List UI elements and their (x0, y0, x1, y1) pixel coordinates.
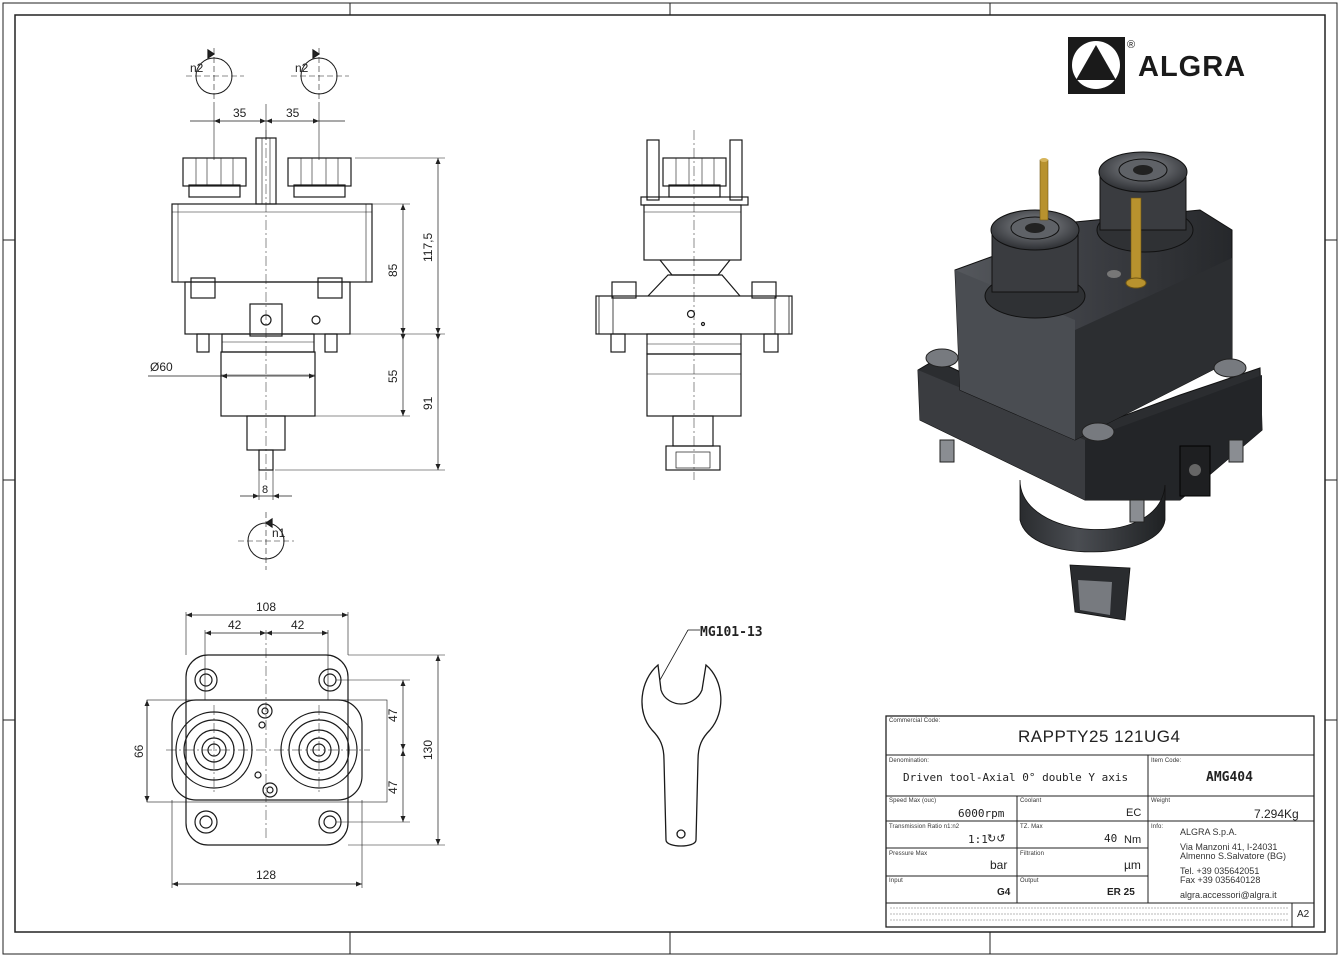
denomination: Driven tool-Axial 0° double Y axis (903, 771, 1129, 784)
coolant-value: EC (1126, 807, 1142, 819)
fax: Fax +39 035640128 (1180, 875, 1261, 885)
dim-dia-60: Ø60 (150, 360, 173, 374)
rotation-n2-right: n2 (291, 48, 349, 104)
rotation-n1: n1 (238, 512, 294, 570)
front-view: n2 n2 35 35 (148, 48, 445, 570)
dim-91: 91 (421, 396, 435, 410)
item-code-label: Item Code: (1151, 758, 1182, 764)
side-view (595, 130, 793, 480)
dim-35-right: 35 (286, 106, 300, 120)
commercial-code: RAPPTY25 121UG4 (1018, 727, 1181, 746)
dim-8: 8 (262, 484, 268, 496)
dim-35-left: 35 (233, 106, 247, 120)
dim-42-left: 42 (228, 618, 242, 632)
pressure-value: bar (990, 858, 1008, 872)
dim-117-5: 117,5 (421, 233, 435, 262)
dim-85: 85 (386, 263, 400, 277)
dim-128: 128 (256, 868, 276, 882)
torque-value: 40 (1104, 832, 1118, 845)
pressure-label: Pressure Max (889, 851, 928, 857)
info-label: Info: (1151, 824, 1164, 830)
torque-label: TZ. Max (1020, 824, 1043, 830)
n2-left-label: n2 (190, 61, 204, 75)
ratio-symbols: ↻↺ (987, 833, 1006, 845)
speed-label: Speed Max (ouc) (889, 798, 937, 804)
coolant-label: Coolant (1020, 798, 1042, 804)
torque-unit: Nm (1124, 834, 1142, 846)
tel: Tel. +39 035642051 (1180, 866, 1260, 876)
dim-42-right: 42 (291, 618, 305, 632)
dim-55: 55 (386, 369, 400, 383)
n2-right-label: n2 (295, 61, 309, 75)
algra-logo: ALGRA ® (1068, 37, 1246, 94)
weight-value: 7.294Kg (1254, 807, 1299, 821)
logo-registered: ® (1127, 39, 1135, 51)
company-name: ALGRA S.p.A. (1180, 827, 1238, 837)
filtration-label: Filtration (1020, 851, 1045, 857)
dim-47-bottom: 47 (386, 780, 400, 794)
item-code: AMG404 (1206, 770, 1253, 785)
dim-47-top: 47 (386, 708, 400, 722)
isometric-render (917, 151, 1263, 621)
wrench-drawing: MG101-13 (641, 625, 763, 847)
title-block (885, 715, 1315, 928)
rotation-n2-left: n2 (186, 48, 244, 104)
wrench-code: MG101-13 (700, 625, 763, 640)
weight-label: Weight (1151, 798, 1171, 804)
speed-value: 6000rpm (958, 807, 1005, 820)
commercial-code-label: Commercial Code: (889, 718, 941, 724)
address-line2: Almenno S.Salvatore (BG) (1180, 851, 1287, 861)
ratio-value: 1:1 (968, 833, 988, 846)
input-value: G4 (997, 887, 1011, 898)
email: algra.accessori@algra.it (1180, 890, 1277, 900)
output-value: ER 25 (1107, 887, 1135, 898)
border-ticks (3, 3, 1337, 954)
address-line1: Via Manzoni 41, I-24031 (1180, 842, 1278, 852)
sheet-size: A2 (1297, 909, 1310, 920)
denomination-label: Denomination: (889, 758, 929, 764)
dim-108: 108 (256, 600, 276, 614)
ratio-label: Transmission Ratio n1:n2 (889, 824, 960, 830)
bottom-view: 108 42 42 66 130 47 47 128 (132, 600, 445, 888)
n1-label: n1 (272, 526, 286, 540)
output-label: Output (1020, 878, 1039, 884)
filtration-value: µm (1124, 858, 1141, 872)
dim-66: 66 (132, 744, 146, 758)
logo-text: ALGRA (1138, 51, 1246, 83)
dim-130: 130 (421, 740, 435, 760)
input-label: Input (889, 878, 903, 884)
